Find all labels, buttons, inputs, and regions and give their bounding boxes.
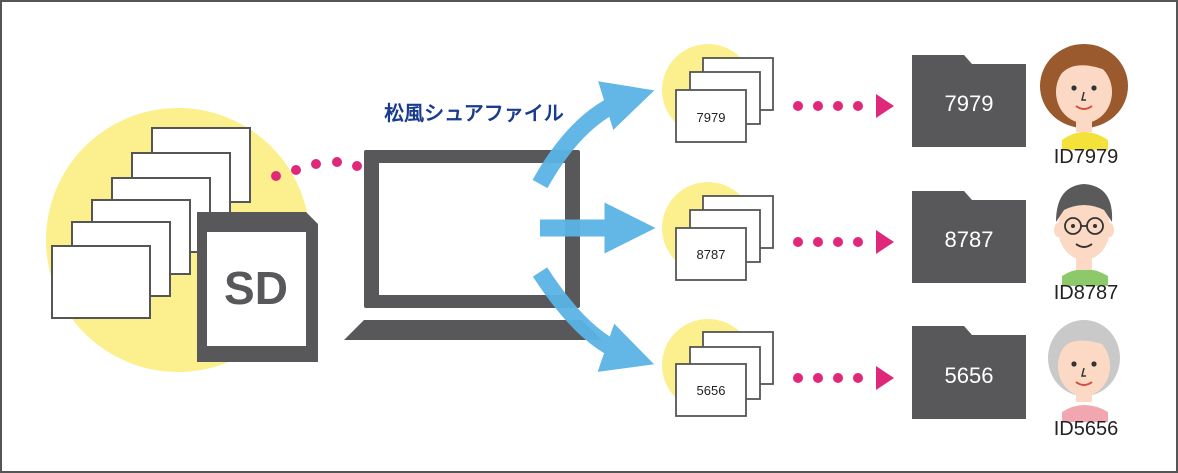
patient-id-label: ID5656	[1054, 418, 1119, 440]
transfer-dots	[793, 94, 894, 118]
patient-id-label: ID7979	[1054, 146, 1119, 168]
folder-icon: 8787	[912, 191, 1026, 283]
arrow-head-icon	[876, 366, 894, 390]
folder-label: 7979	[945, 91, 994, 116]
sd-card-icon: SD	[197, 212, 318, 362]
arrow-head-icon	[876, 94, 894, 118]
app-title: 松風シュアファイル	[384, 101, 564, 125]
man-avatar	[1054, 184, 1114, 286]
transfer-dots	[793, 366, 894, 390]
photo-id-label: 5656	[697, 383, 726, 398]
sd-label: SD	[224, 262, 288, 314]
sd-source-group: SD	[46, 108, 318, 372]
folder-label: 5656	[945, 363, 994, 388]
folder-icon: 5656	[912, 326, 1026, 419]
patient-row-7979: 7979 7979 ID7979	[662, 44, 1128, 168]
photo-sheet	[675, 363, 747, 417]
arrow-to-5656	[532, 267, 655, 372]
arrow-head-icon	[876, 230, 894, 254]
elderly-woman-avatar	[1048, 320, 1120, 422]
folder-label: 8787	[945, 227, 994, 252]
patient-id-label: ID8787	[1054, 282, 1119, 304]
woman-avatar	[1040, 44, 1128, 150]
distribution-arrows	[532, 81, 656, 372]
photo-id-label: 8787	[697, 247, 726, 262]
patient-row-5656: 5656 5656 ID5656	[662, 319, 1120, 440]
patient-row-8787: 8787 8787 ID8787	[662, 182, 1118, 304]
photo-id-label: 7979	[697, 110, 726, 125]
folder-icon: 7979	[912, 55, 1026, 147]
laptop-icon	[344, 150, 602, 340]
transfer-dots	[793, 230, 894, 254]
arrow-to-7979	[532, 81, 655, 189]
photo-sheet	[51, 245, 151, 319]
photo-sheet	[675, 227, 747, 281]
photo-stack	[51, 127, 251, 319]
photo-sheet	[675, 89, 747, 143]
